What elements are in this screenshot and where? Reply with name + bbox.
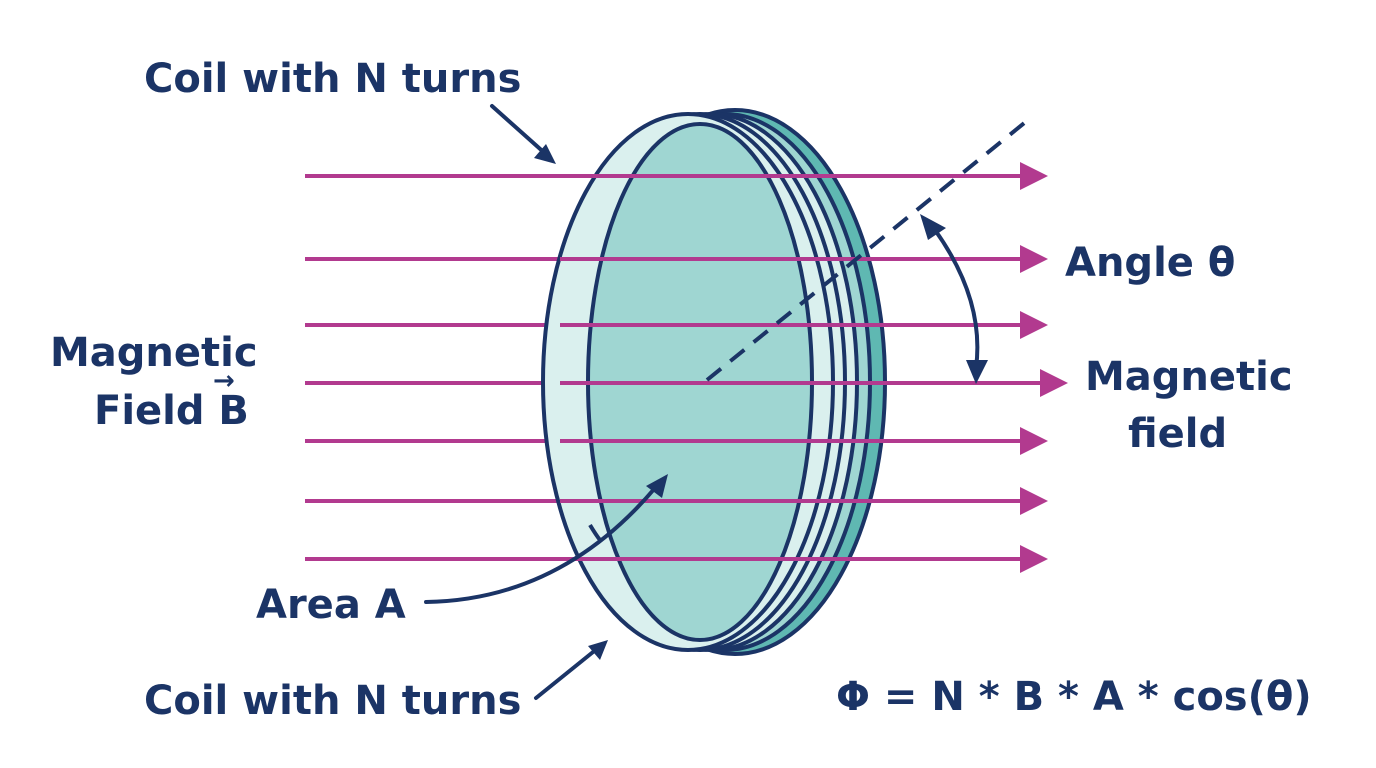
area-label: Area A: [256, 582, 406, 628]
field-lines-behind: [305, 174, 600, 561]
field-arrow-7: [1020, 545, 1048, 573]
pointer-area: [424, 474, 668, 604]
vector-arrow-symbol: →: [213, 366, 235, 396]
field-label-left-line1: Magnetic: [50, 330, 258, 376]
coil-wire-end: [588, 523, 602, 542]
flux-formula: Φ = N * B * A * cos(θ): [836, 674, 1312, 720]
field-label-right-line2: field: [1128, 411, 1227, 457]
coil-label-bottom: Coil with N turns: [144, 678, 521, 724]
coil-label-top: Coil with N turns: [144, 56, 521, 102]
angle-label: Angle θ: [1065, 240, 1235, 286]
field-arrow-5: [1020, 427, 1048, 455]
field-label-left-line2: Field B: [94, 388, 249, 434]
field-arrow-3: [1020, 311, 1048, 339]
area-normal-dashed-line: [705, 118, 1030, 382]
pointer-coil-top: [490, 104, 556, 164]
field-arrow-2: [1020, 245, 1048, 273]
pointer-coil-bottom: [534, 640, 608, 700]
angle-arc-arrow: [920, 214, 988, 384]
field-arrow-1: [1020, 162, 1048, 190]
field-arrow-4: [1040, 369, 1068, 397]
field-label-right-line1: Magnetic: [1085, 354, 1293, 400]
field-arrow-6: [1020, 487, 1048, 515]
field-lines-front: [560, 162, 1068, 573]
